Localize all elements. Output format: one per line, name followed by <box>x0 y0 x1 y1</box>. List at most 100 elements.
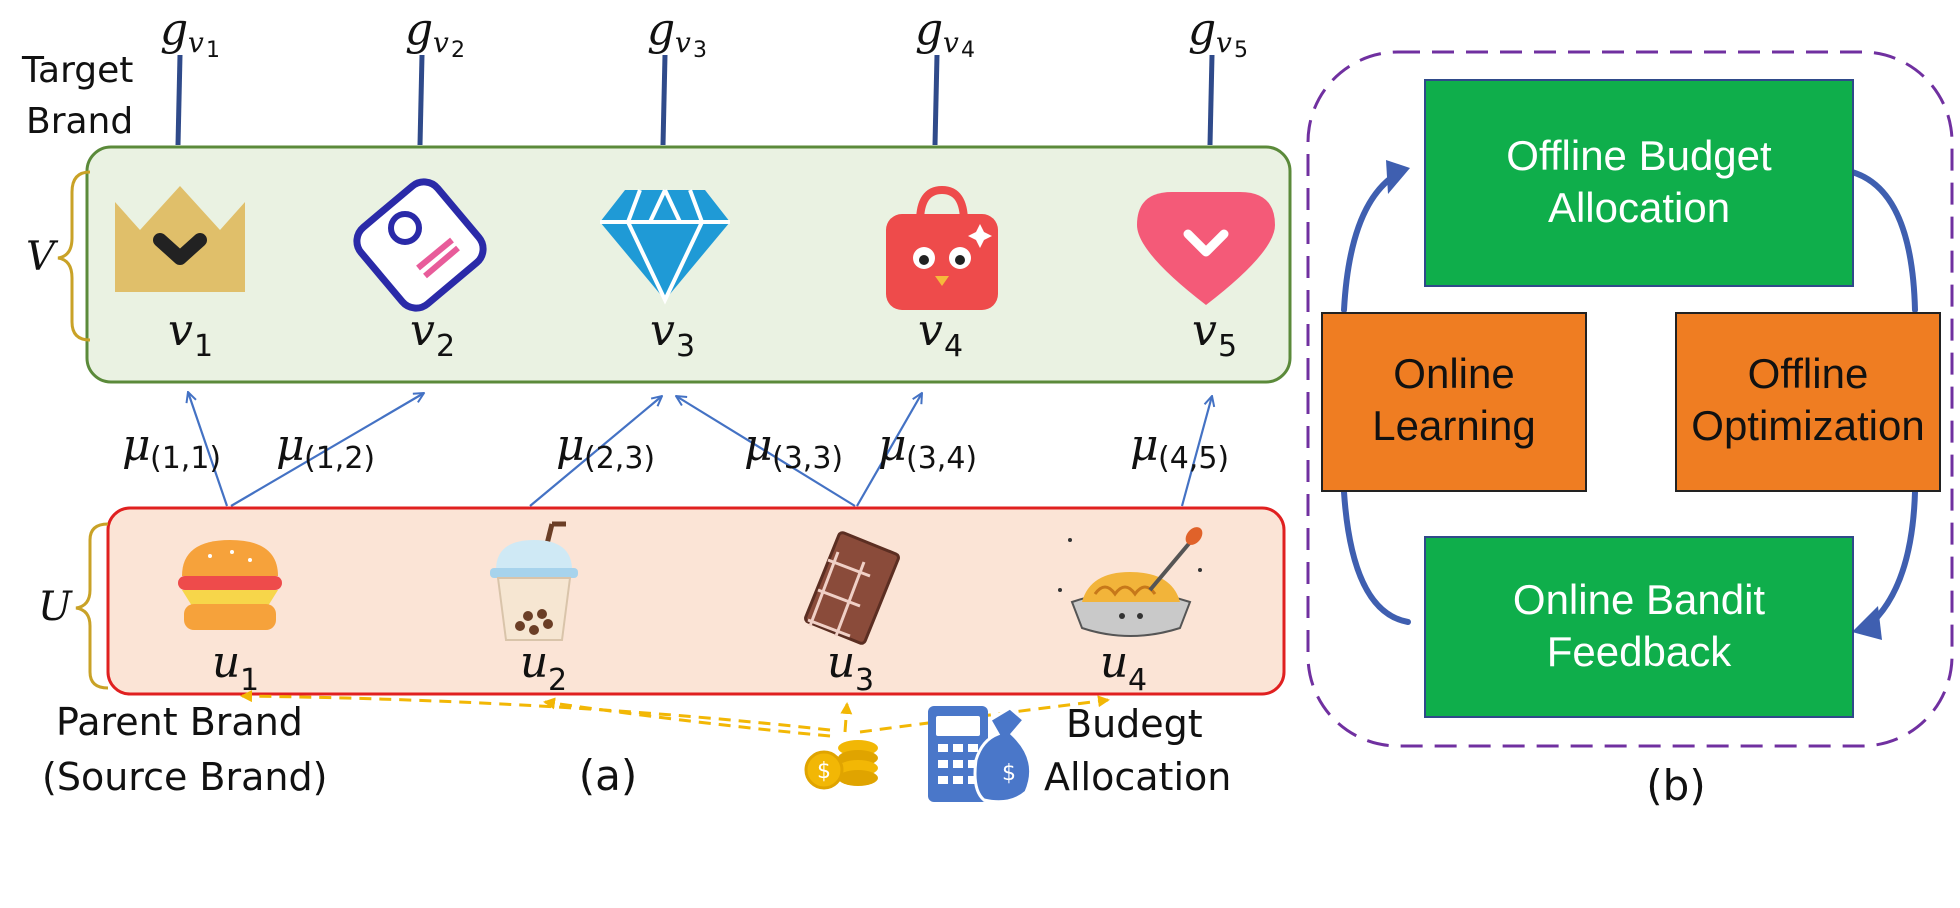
v-node-label-2: v 2 <box>410 305 455 364</box>
svg-text:3: 3 <box>693 38 707 63</box>
svg-text:μ: μ <box>122 420 151 471</box>
shopping-bag-icon <box>886 185 998 310</box>
svg-text:Online Bandit: Online Bandit <box>1513 576 1765 623</box>
chocolate-icon <box>804 531 900 645</box>
svg-text:μ: μ <box>744 420 773 471</box>
edges <box>188 392 1212 507</box>
edge-label-1-1: μ (1,1) <box>122 420 221 476</box>
svg-text:μ: μ <box>1130 420 1159 471</box>
svg-text:(1,2): (1,2) <box>304 441 375 476</box>
v-brace <box>57 170 91 342</box>
g-lines <box>175 54 1215 146</box>
svg-text:2: 2 <box>436 329 455 364</box>
arrow-learning-to-budget <box>1341 169 1403 313</box>
svg-text:4: 4 <box>944 329 963 364</box>
crown-icon <box>115 186 245 292</box>
svg-text:v: v <box>943 26 959 59</box>
edge-label-3-3: μ (3,3) <box>744 420 843 476</box>
svg-text:Offline: Offline <box>1748 350 1869 397</box>
burger-icon <box>178 540 282 630</box>
noodles-icon <box>1058 527 1203 637</box>
svg-text:4: 4 <box>1128 663 1147 698</box>
bubble-tea-icon <box>490 521 578 641</box>
v-node-label-4: v 4 <box>918 305 963 364</box>
svg-text:$: $ <box>1002 761 1016 786</box>
svg-text:3: 3 <box>676 329 695 364</box>
online-learning-box: Online Learning <box>1321 312 1587 492</box>
edge-label-3-4: μ (3,4) <box>878 420 977 476</box>
svg-text:Optimization: Optimization <box>1691 402 1924 449</box>
svg-text:v: v <box>433 26 449 59</box>
edge-label-4-5: μ (4,5) <box>1130 420 1229 476</box>
u-node-label-1: u 1 <box>212 637 259 698</box>
g-line-1 <box>175 54 183 146</box>
svg-text:v: v <box>675 26 691 59</box>
calculator-money-icon: $ <box>928 706 1033 804</box>
svg-text:5: 5 <box>1234 38 1248 63</box>
edge-1-1 <box>188 392 229 507</box>
svg-text:Offline Budget: Offline Budget <box>1506 132 1772 179</box>
svg-text:2: 2 <box>451 38 465 63</box>
v-set-label: V <box>26 234 59 280</box>
edge-4-5 <box>1180 396 1212 507</box>
diamond-icon <box>600 189 730 305</box>
panel-b-caption: (b) <box>1646 761 1705 810</box>
v-node-label-3: v 3 <box>650 305 695 364</box>
target-brand-label-line1: Target <box>21 50 133 91</box>
svg-text:g: g <box>915 4 943 55</box>
v-node-label-5: v 5 <box>1192 305 1237 364</box>
svg-text:u: u <box>1100 637 1128 688</box>
parent-brand-label-line2: (Source Brand) <box>42 755 327 799</box>
u-node-label-2: u 2 <box>520 637 567 698</box>
arrow-budget-to-optimization <box>1849 169 1918 313</box>
online-bandit-feedback-box: Online Bandit Feedback <box>1424 536 1854 718</box>
svg-text:v: v <box>650 305 675 356</box>
edge-label-2-3: μ (2,3) <box>556 420 655 476</box>
svg-text:v: v <box>188 26 204 59</box>
u-node-label-4: u 4 <box>1100 637 1147 698</box>
svg-text:3: 3 <box>855 663 874 698</box>
svg-text:(3,3): (3,3) <box>772 441 843 476</box>
svg-text:2: 2 <box>548 663 567 698</box>
svg-text:u: u <box>212 637 240 688</box>
svg-text:Feedback: Feedback <box>1547 628 1732 675</box>
parent-brand-box <box>106 506 1286 696</box>
svg-text:g: g <box>405 4 433 55</box>
edge-2-3 <box>529 396 662 507</box>
g-line-2 <box>417 54 425 146</box>
g-line-4 <box>932 54 940 146</box>
svg-text:5: 5 <box>1218 329 1237 364</box>
cycle-arrowheads <box>1386 160 1882 640</box>
svg-text:v: v <box>168 305 193 356</box>
g-label-5: g v 5 <box>1188 4 1248 63</box>
edge-label-1-2: μ (1,2) <box>276 420 375 476</box>
svg-text:Online: Online <box>1393 350 1514 397</box>
u-brace <box>75 522 109 690</box>
budget-label-line2: Allocation <box>1044 755 1231 799</box>
g-label-4: g v 4 <box>915 4 975 63</box>
svg-text:$: $ <box>817 759 831 784</box>
g-label-1: g v 1 <box>160 4 220 63</box>
budget-arrow-u3 <box>840 702 853 733</box>
svg-text:g: g <box>647 4 675 55</box>
svg-text:v: v <box>918 305 943 356</box>
v-node-label-1: v 1 <box>168 305 213 364</box>
g-line-5 <box>1207 54 1215 146</box>
svg-text:g: g <box>1188 4 1216 55</box>
svg-text:v: v <box>1192 305 1217 356</box>
svg-text:v: v <box>410 305 435 356</box>
svg-text:Learning: Learning <box>1372 402 1535 449</box>
svg-text:1: 1 <box>240 663 259 698</box>
tag-icon <box>353 178 487 312</box>
svg-text:u: u <box>827 637 855 688</box>
offline-budget-allocation-box: Offline Budget Allocation <box>1424 79 1854 287</box>
g-line-3 <box>660 54 668 146</box>
arrow-feedback-to-learning <box>1341 489 1411 625</box>
svg-text:1: 1 <box>206 38 220 63</box>
svg-text:μ: μ <box>276 420 305 471</box>
budget-label-line1: Budegt <box>1066 702 1203 746</box>
svg-text:1: 1 <box>194 329 213 364</box>
budget-arrow-u2 <box>543 697 831 738</box>
svg-text:(3,4): (3,4) <box>906 441 977 476</box>
